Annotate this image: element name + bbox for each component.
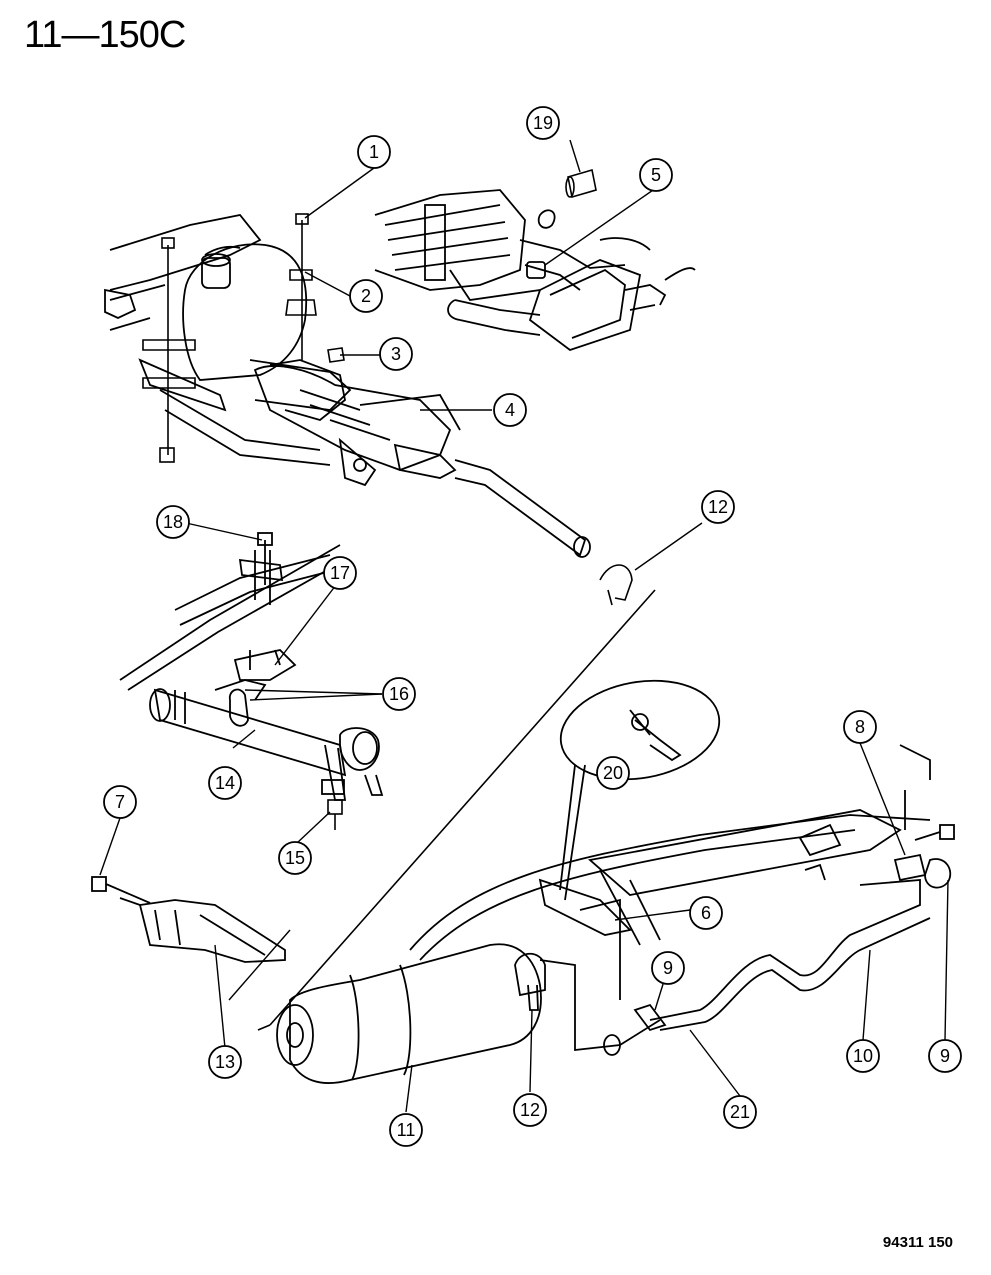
- callout-17: 17: [323, 556, 357, 590]
- frame-rail-left: [119, 532, 346, 691]
- callout-21: 21: [723, 1095, 757, 1129]
- muffler-assembly: [276, 744, 955, 1084]
- svg-text:4: 4: [505, 400, 515, 420]
- callout-3: 3: [379, 337, 413, 371]
- callout-12a: 12: [701, 490, 735, 524]
- callout-5: 5: [639, 158, 673, 192]
- detail-oval-20: [559, 679, 721, 901]
- stud-item-15: [327, 799, 343, 830]
- hanger-bracket-13: [91, 876, 286, 963]
- exhaust-pipe-section: [149, 649, 384, 801]
- svg-text:12: 12: [520, 1100, 540, 1120]
- callout-6: 6: [689, 896, 723, 930]
- svg-text:15: 15: [285, 848, 305, 868]
- svg-text:7: 7: [115, 792, 125, 812]
- svg-text:3: 3: [391, 344, 401, 364]
- callout-1: 1: [357, 135, 391, 169]
- figure-id: 94311 150: [882, 1234, 953, 1251]
- mounting-studs: [142, 213, 345, 463]
- catalytic-converter: [374, 189, 696, 352]
- sleeve-part: [565, 168, 597, 199]
- svg-text:9: 9: [663, 958, 673, 978]
- svg-text:20: 20: [603, 763, 623, 783]
- svg-text:17: 17: [330, 563, 350, 583]
- callout-20: 20: [596, 756, 630, 790]
- callout-12b: 12: [513, 1093, 547, 1127]
- callout-9b: 9: [928, 1039, 962, 1073]
- callout-4: 4: [493, 393, 527, 427]
- svg-text:1: 1: [369, 142, 379, 162]
- callouts: 1 2 3 4 5 6 7 8 9 9 10 11 12 12 13 14 15…: [103, 106, 962, 1147]
- page-title: 11—150C: [24, 14, 186, 56]
- svg-text:5: 5: [651, 165, 661, 185]
- svg-text:6: 6: [701, 903, 711, 923]
- svg-text:8: 8: [855, 717, 865, 737]
- svg-text:9: 9: [940, 1046, 950, 1066]
- svg-text:10: 10: [853, 1046, 873, 1066]
- callout-18: 18: [156, 505, 190, 539]
- callout-14: 14: [208, 766, 242, 800]
- svg-text:21: 21: [730, 1102, 750, 1122]
- callout-7: 7: [103, 785, 137, 819]
- leader-lines: [99, 139, 949, 1113]
- callout-2: 2: [349, 279, 383, 313]
- svg-text:19: 19: [533, 113, 553, 133]
- svg-text:16: 16: [389, 684, 409, 704]
- callout-11: 11: [389, 1113, 423, 1147]
- svg-text:18: 18: [163, 512, 183, 532]
- callout-19: 19: [526, 106, 560, 140]
- callout-10: 10: [846, 1039, 880, 1073]
- callout-8: 8: [843, 710, 877, 744]
- exhaust-pipe-route: [257, 564, 656, 1031]
- svg-text:12: 12: [708, 497, 728, 517]
- callout-16: 16: [382, 677, 416, 711]
- svg-text:14: 14: [215, 773, 235, 793]
- callout-15: 15: [278, 841, 312, 875]
- transmission-assembly: [104, 214, 591, 558]
- svg-text:11: 11: [397, 1120, 416, 1140]
- svg-text:13: 13: [215, 1052, 235, 1072]
- svg-text:2: 2: [361, 286, 371, 306]
- callout-9a: 9: [651, 951, 685, 985]
- callout-13: 13: [208, 1045, 242, 1079]
